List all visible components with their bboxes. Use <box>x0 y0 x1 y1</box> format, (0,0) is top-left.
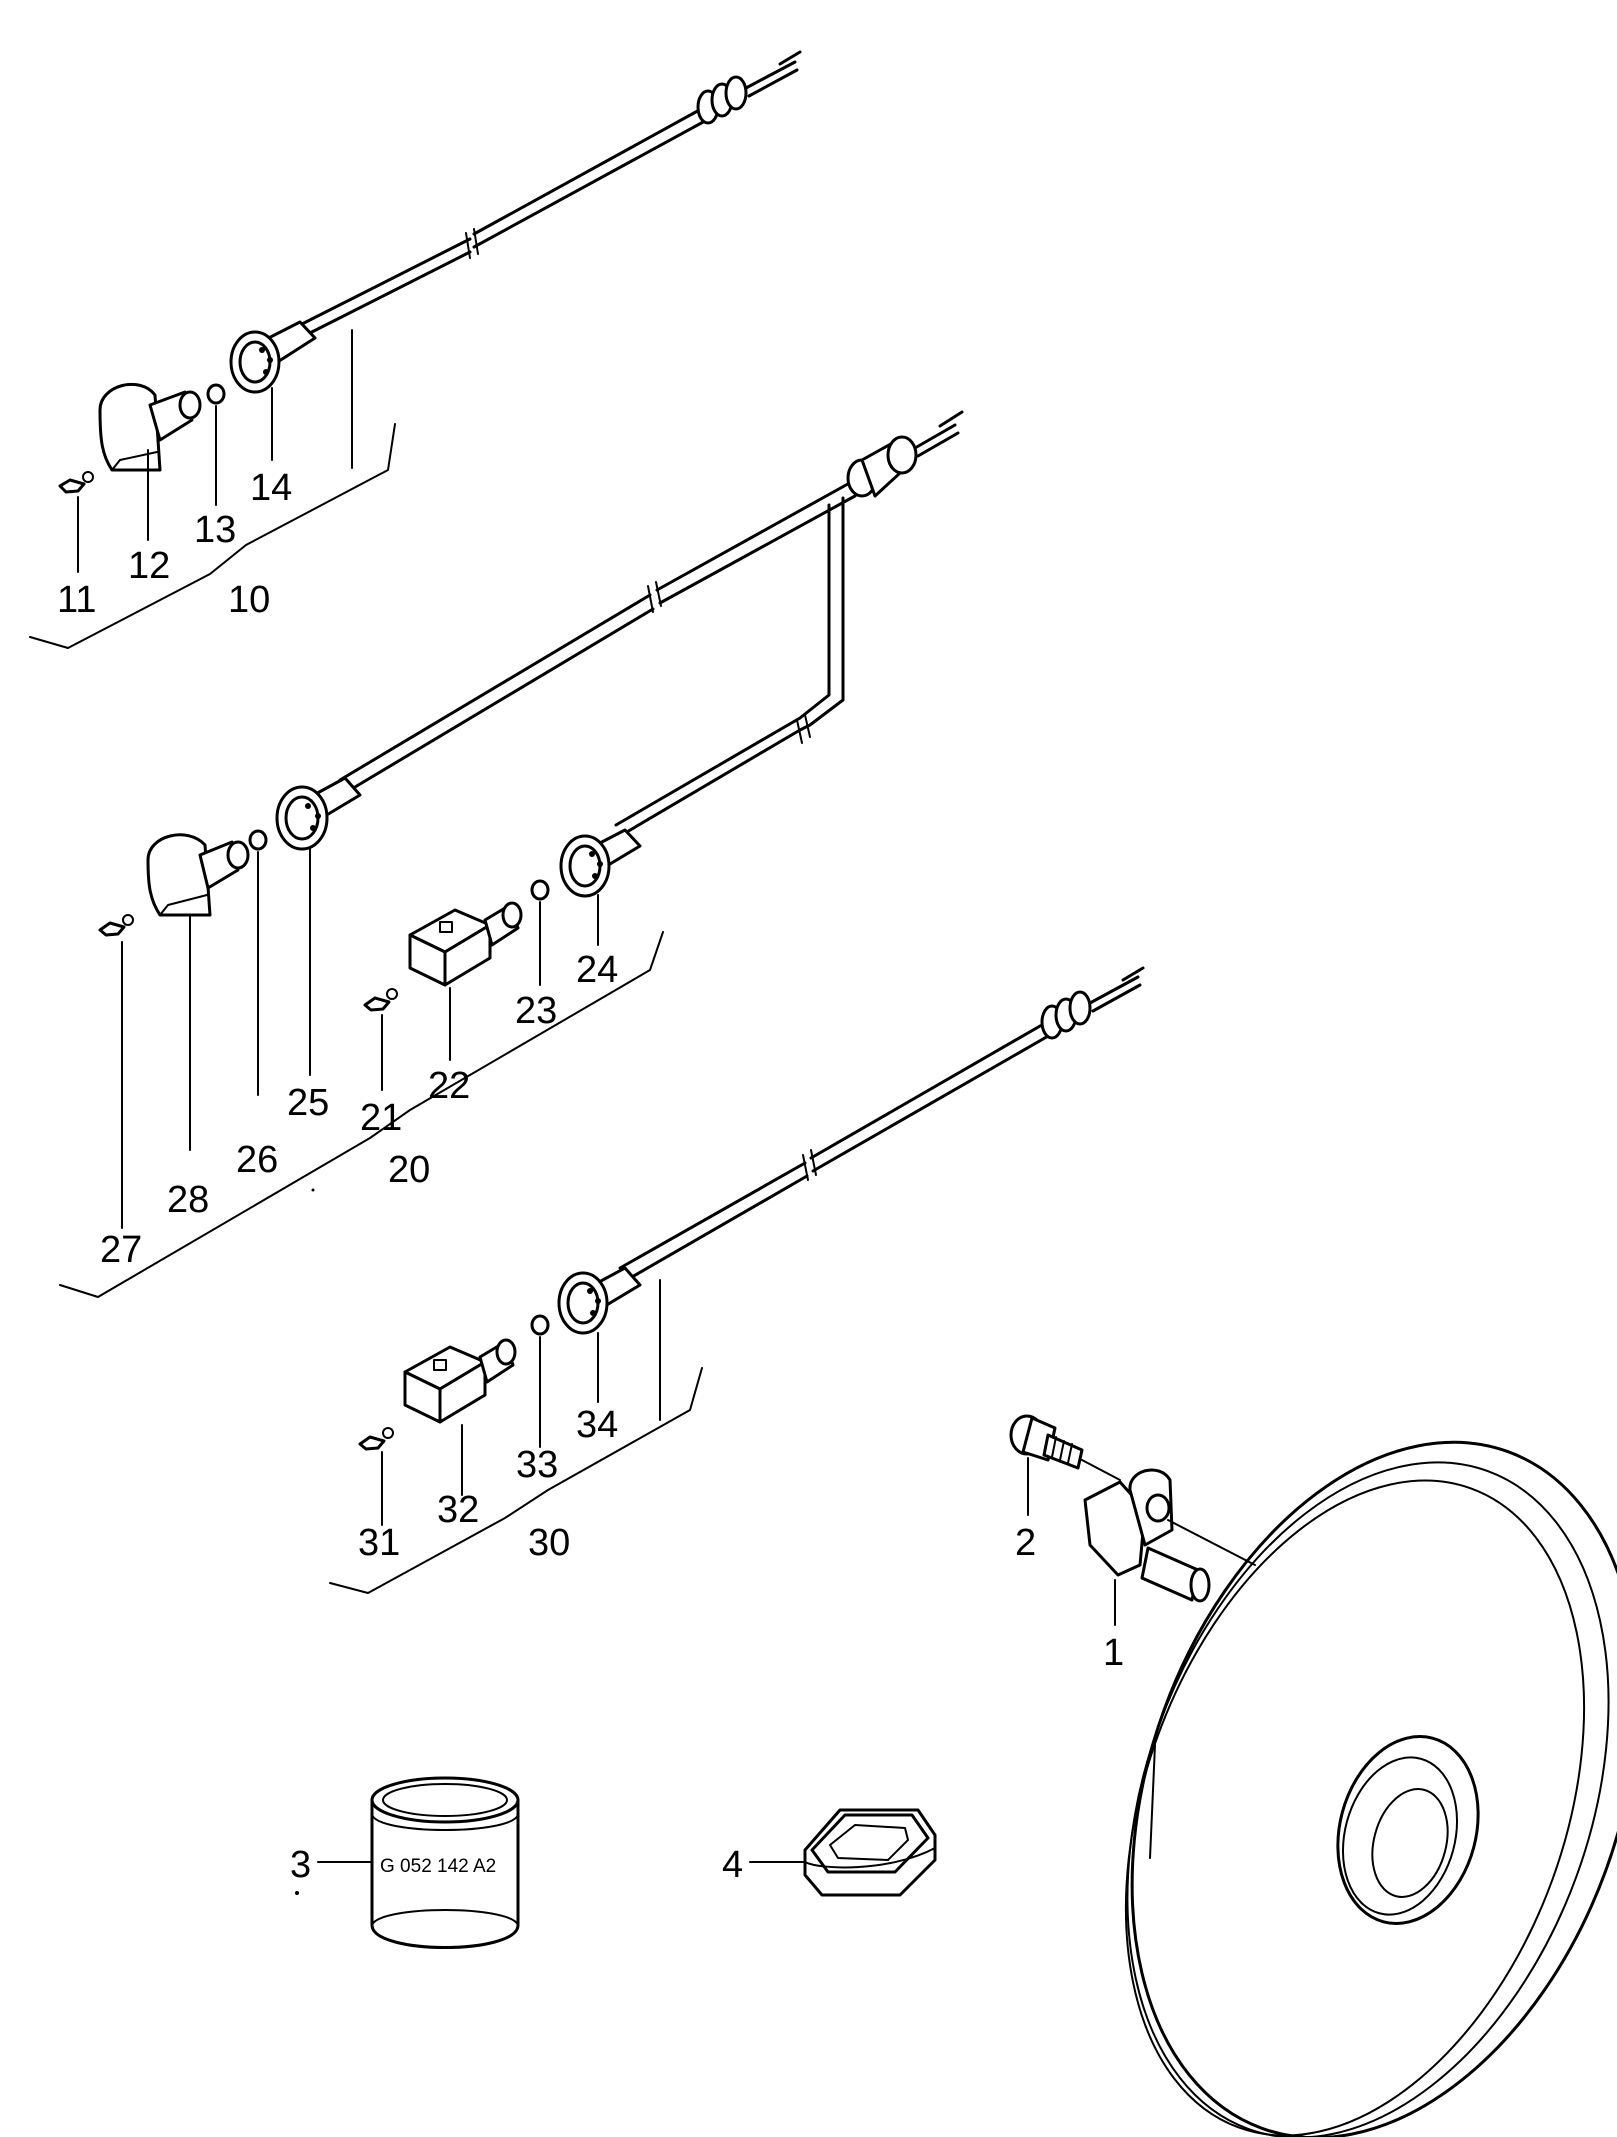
cap-12 <box>98 382 202 472</box>
label-32: 32 <box>437 1489 479 1531</box>
label-4: 4 <box>722 1844 743 1886</box>
sleeve-34 <box>557 1266 642 1335</box>
scan-dot <box>295 1891 299 1895</box>
sleeve-24 <box>559 828 642 898</box>
ring-23 <box>530 879 550 901</box>
ring-13 <box>206 383 226 405</box>
cable-assembly-30 <box>329 966 1145 1594</box>
clip-31 <box>358 1427 394 1451</box>
ring-33 <box>530 1314 550 1336</box>
label-21: 21 <box>360 1097 402 1139</box>
label-31: 31 <box>358 1522 400 1564</box>
bolt-2 <box>1009 1414 1121 1481</box>
sleeve-25 <box>275 776 362 851</box>
label-28: 28 <box>167 1179 209 1221</box>
cable-grommet-10 <box>696 75 748 125</box>
clip-11 <box>58 471 94 494</box>
label-23: 23 <box>515 990 557 1032</box>
scan-dot <box>311 1188 315 1192</box>
connector-32 <box>403 1338 517 1424</box>
wheel-speed-sensor <box>1083 1468 1256 1603</box>
cable-assembly-10 <box>29 50 802 649</box>
cable-assembly-20 <box>59 410 964 1298</box>
grease-can-marking: G 052 142 A2 <box>380 1856 496 1877</box>
label-26: 26 <box>236 1139 278 1181</box>
label-11: 11 <box>57 579 96 621</box>
label-13: 13 <box>194 509 236 551</box>
label-1: 1 <box>1103 1632 1124 1674</box>
connector-22 <box>408 901 523 987</box>
clip-27 <box>98 914 134 937</box>
label-3: 3 <box>290 1844 311 1886</box>
label-10: 10 <box>228 579 270 621</box>
label-20: 20 <box>388 1149 430 1191</box>
label-22: 22 <box>428 1065 470 1107</box>
callout-labels: 1 2 3 4 10 11 12 13 14 20 21 22 23 24 25… <box>57 467 1124 1886</box>
label-2: 2 <box>1015 1522 1036 1564</box>
label-27: 27 <box>100 1229 142 1271</box>
brake-disc <box>1124 1440 1617 2137</box>
plug-4 <box>803 1808 937 1897</box>
label-30: 30 <box>528 1522 570 1564</box>
sleeve-14 <box>229 320 317 394</box>
label-12: 12 <box>128 545 170 587</box>
label-25: 25 <box>287 1082 329 1124</box>
clip-21 <box>363 988 398 1012</box>
label-14: 14 <box>250 467 292 509</box>
label-33: 33 <box>516 1444 558 1486</box>
label-34: 34 <box>576 1404 618 1446</box>
cap-28 <box>146 833 250 917</box>
junction-sleeve-20 <box>846 435 918 498</box>
cable-grommet-30 <box>1040 990 1092 1040</box>
grease-can-3: G 052 142 A2 <box>370 1776 520 1949</box>
label-24: 24 <box>576 949 618 991</box>
ring-26 <box>248 829 268 851</box>
